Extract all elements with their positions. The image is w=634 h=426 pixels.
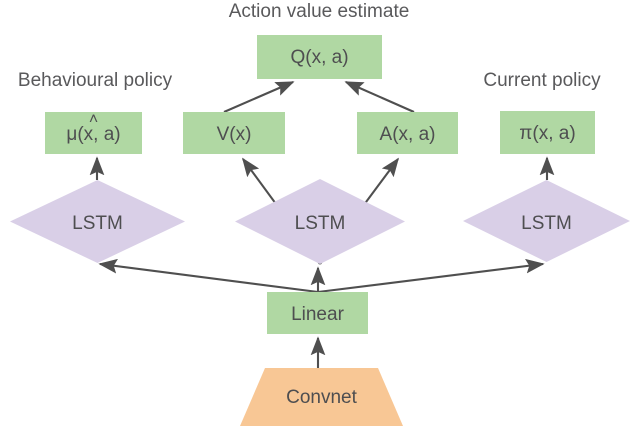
node-q-box[interactable] [257, 35, 382, 79]
node-lstm-center-diamond[interactable] [235, 179, 405, 264]
node-mu-hat-box[interactable] [45, 112, 142, 154]
node-lstm-left-diamond[interactable] [10, 180, 185, 263]
node-convnet-trapezoid[interactable] [240, 368, 403, 426]
node-pi-box[interactable] [500, 111, 595, 154]
node-lstm-right-diamond[interactable] [463, 180, 630, 262]
edge-linear-to-lstm-right [317, 258, 545, 294]
node-a-box[interactable] [357, 112, 458, 154]
node-linear-box[interactable] [267, 292, 368, 334]
edge-v-to-q [223, 81, 295, 113]
node-v-box[interactable] [183, 112, 285, 154]
edge-a-to-q [344, 81, 415, 113]
edge-linear-to-lstm-left [98, 258, 319, 294]
